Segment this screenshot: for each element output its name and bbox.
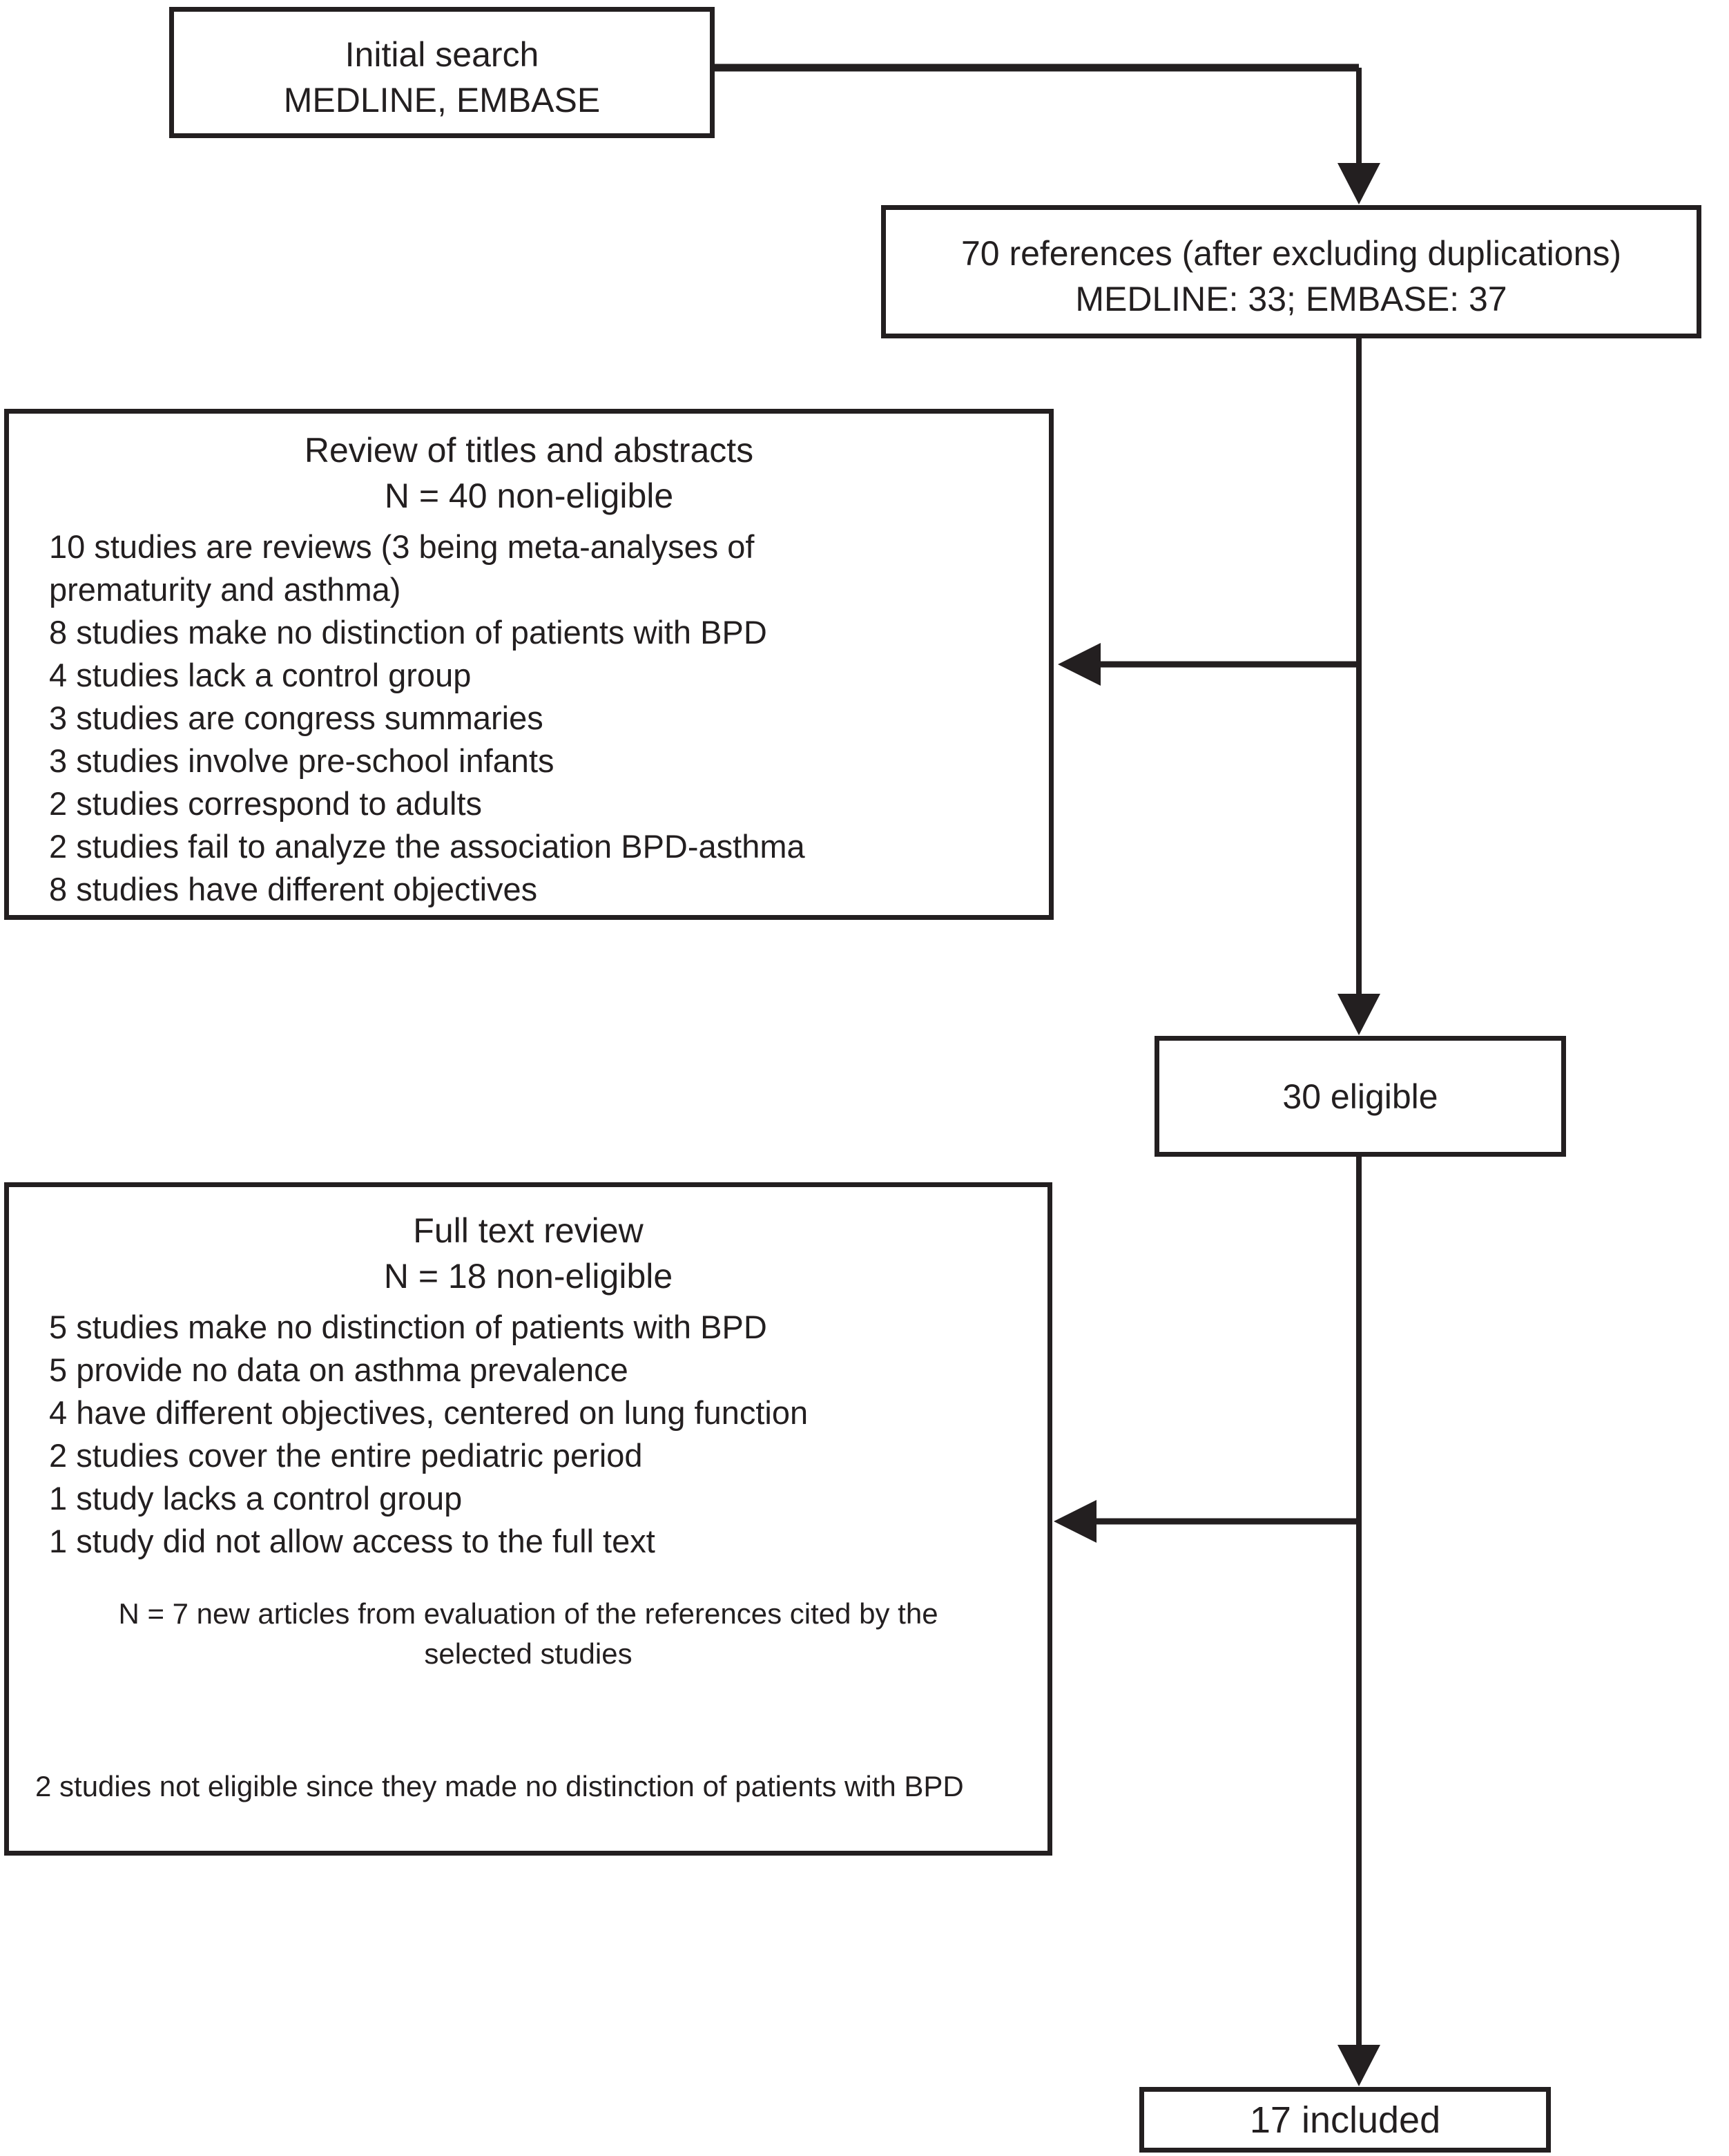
list-item: 3 studies involve pre-school infants (49, 742, 554, 779)
initial-search-box: Initial search MEDLINE, EMBASE (169, 7, 715, 138)
new-articles-note-line2: selected studies (424, 1637, 632, 1670)
title-review-heading1: Review of titles and abstracts (304, 431, 754, 470)
eligible-box: 30 eligible (1155, 1036, 1566, 1157)
title-abstract-review-box: Review of titles and abstracts N = 40 no… (4, 409, 1054, 920)
references-line1: 70 references (after excluding duplicati… (960, 234, 1622, 273)
list-item: 5 studies make no distinction of patient… (49, 1309, 767, 1345)
list-item: 4 studies lack a control group (49, 657, 472, 693)
list-item: 10 studies are reviews (3 being meta-ana… (49, 528, 755, 565)
list-item: 1 study lacks a control group (49, 1480, 463, 1517)
included-label: 17 included (1249, 2099, 1441, 2141)
title-review-exclusion-list: 10 studies are reviews (3 being meta-ana… (49, 526, 1049, 911)
initial-search-line2: MEDLINE, EMBASE (283, 81, 601, 119)
list-item: 3 studies are congress summaries (49, 700, 543, 736)
list-item: 5 provide no data on asthma prevalence (49, 1351, 628, 1388)
title-review-heading2: N = 40 non-eligible (384, 477, 674, 515)
initial-search-line1: Initial search (345, 35, 539, 74)
note-result-line: 2 studies not eligible since they made n… (35, 1770, 964, 1802)
list-item: 1 study did not allow access to the full… (49, 1523, 655, 1559)
new-articles-note-line1: N = 7 new articles from evaluation of th… (118, 1597, 938, 1630)
included-box: 17 included (1139, 2087, 1551, 2153)
eligible-label: 30 eligible (1282, 1077, 1438, 1116)
list-item: 8 studies have different objectives (49, 871, 538, 907)
list-item: 2 studies correspond to adults (49, 785, 483, 822)
list-item: 2 studies cover the entire pediatric per… (49, 1437, 643, 1474)
list-item: prematurity and asthma) (49, 571, 401, 608)
arrow-references-to-eligible (1337, 338, 1380, 1035)
arrow-eligible-to-included (1337, 1157, 1380, 2086)
fulltext-heading1: Full text review (413, 1211, 644, 1250)
arrow-to-title-review (1058, 643, 1359, 686)
arrow-to-fulltext-review (1054, 1500, 1359, 1543)
list-item: 8 studies make no distinction of patient… (49, 614, 767, 651)
new-articles-note: N = 7 new articles from evaluation of th… (9, 1594, 1047, 1674)
references-box: 70 references (after excluding duplicati… (881, 205, 1701, 338)
list-item: 2 studies fail to analyze the associatio… (49, 828, 805, 865)
full-text-review-box: Full text review N = 18 non-eligible 5 s… (4, 1182, 1052, 1856)
arrow-initial-to-references (715, 64, 1380, 204)
fulltext-exclusion-list: 5 studies make no distinction of patient… (49, 1306, 1047, 1563)
list-item: 4 have different objectives, centered on… (49, 1394, 809, 1431)
fulltext-heading2: N = 18 non-eligible (383, 1257, 673, 1296)
references-line2: MEDLINE: 33; EMBASE: 37 (1075, 280, 1507, 318)
